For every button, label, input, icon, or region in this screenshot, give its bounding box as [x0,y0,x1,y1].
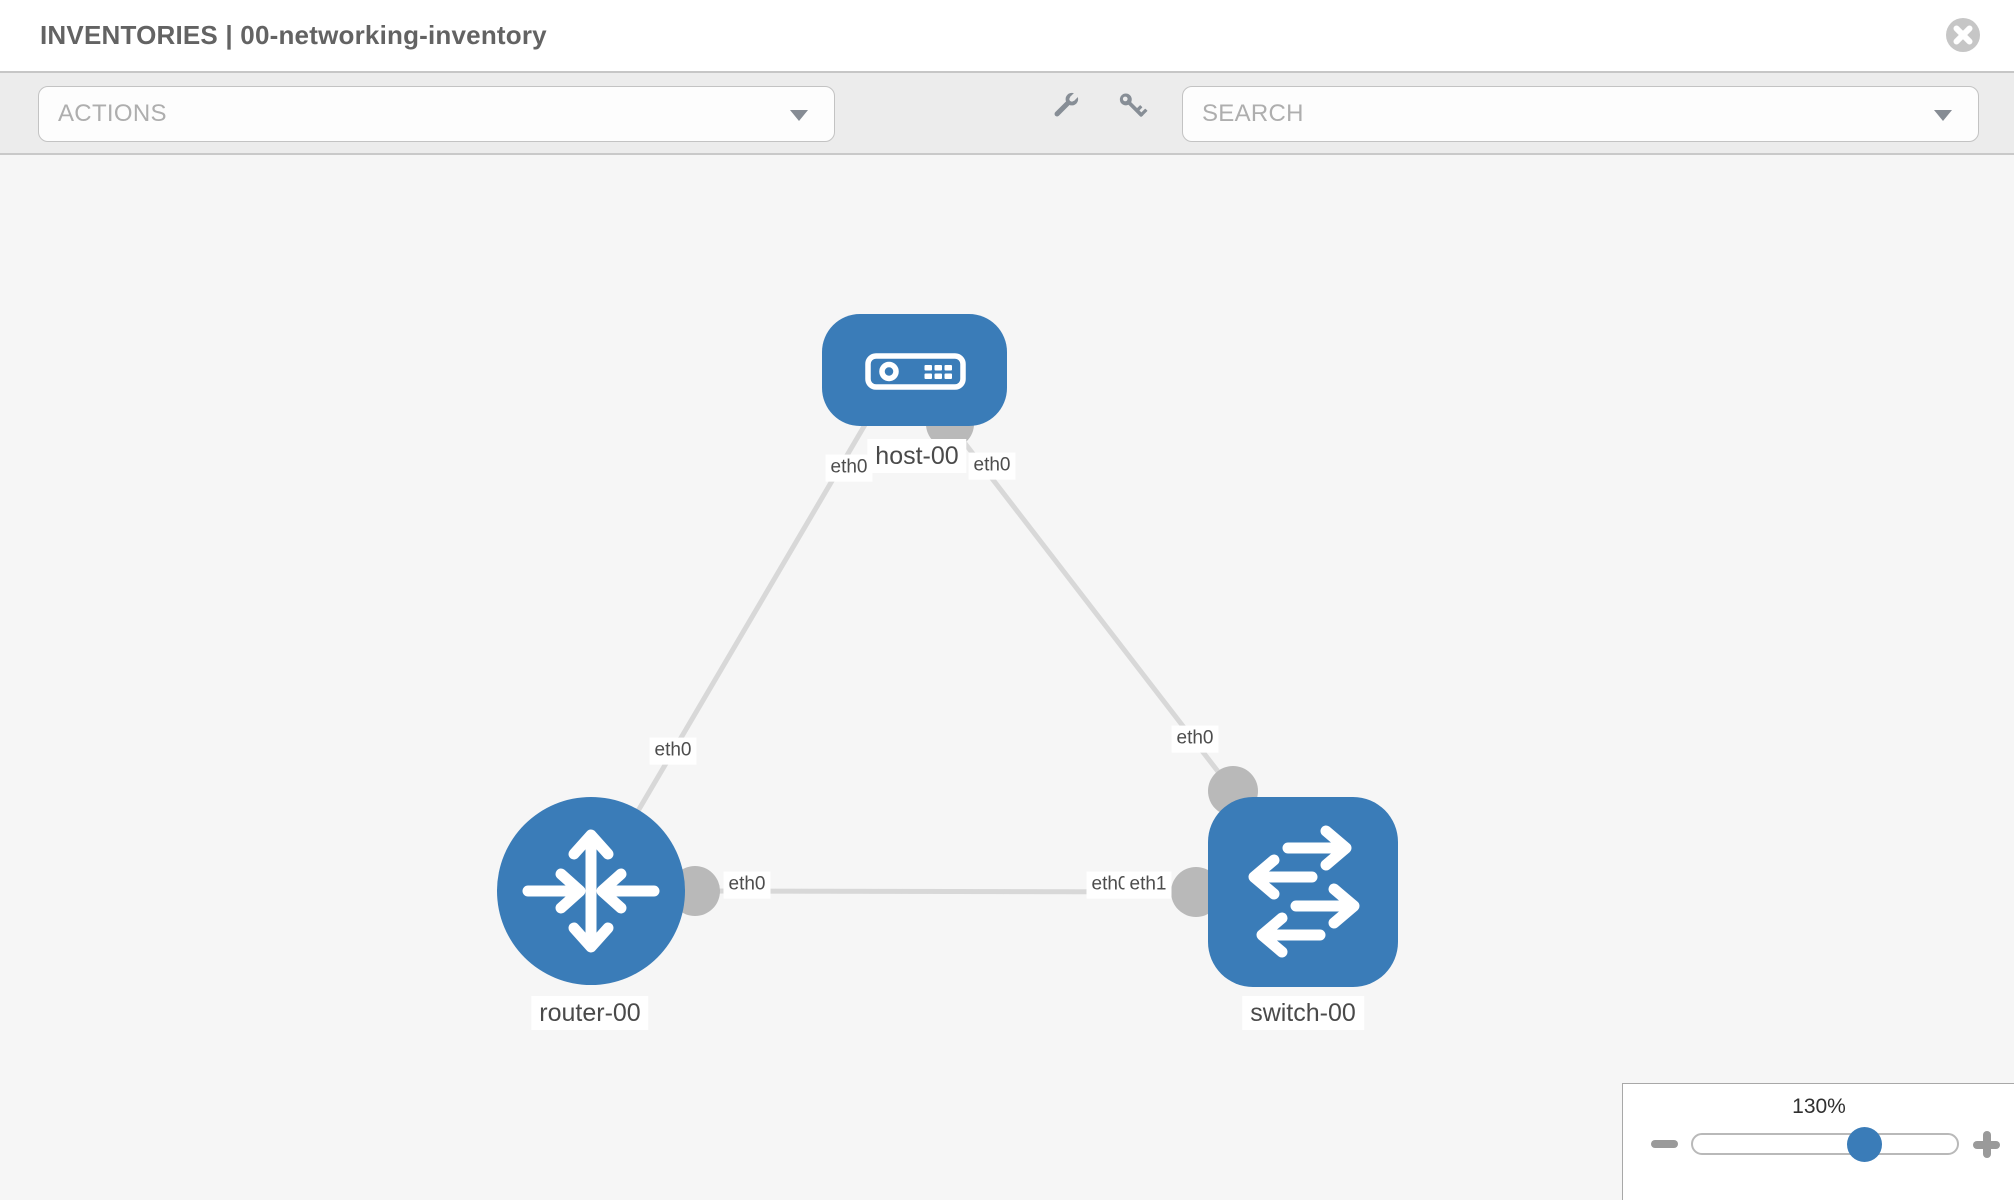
interface-label: eth0 [968,452,1016,480]
close-button[interactable] [1945,17,1981,53]
interface-label: eth0 [723,871,771,899]
zoom-slider-thumb[interactable] [1847,1127,1882,1162]
node-host-00[interactable] [822,314,1007,426]
zoom-level-value: 130% [1792,1095,1846,1118]
plus-icon [1982,1131,1991,1158]
panel-header: INVENTORIES | 00-networking-inventory [0,0,2014,71]
interface-label: eth1 [1124,871,1172,899]
interface-label: eth0 [649,737,697,765]
chevron-down-icon [1934,110,1952,121]
page-title: INVENTORIES | 00-networking-inventory [40,20,547,50]
node-label-host: host-00 [867,439,967,473]
chevron-down-icon [790,110,808,121]
zoom-out-button[interactable] [1651,1140,1678,1148]
switch-arrows-icon [1248,825,1360,958]
interface-label: eth0 [1171,725,1219,753]
node-label-router: router-00 [531,996,649,1030]
actions-dropdown-label: ACTIONS [58,100,167,127]
close-icon [1946,18,1980,52]
node-switch-00[interactable] [1208,797,1398,987]
toolbar: ACTIONS [0,71,2014,155]
host-device-icon [865,353,966,390]
wrench-icon [1054,91,1080,117]
interface-label: eth0 [825,454,873,482]
key-icon [1119,93,1148,117]
connection-points-layer [670,400,1258,917]
zoom-slider-track[interactable] [1691,1133,1959,1155]
tools-button[interactable] [1046,85,1086,125]
search-dropdown-label: SEARCH [1202,100,1304,127]
node-router-00[interactable] [497,797,685,985]
key-button[interactable] [1112,85,1152,125]
actions-dropdown[interactable]: ACTIONS [38,86,835,142]
node-label-switch: switch-00 [1242,996,1364,1030]
zoom-control-panel: 130% [1622,1083,2014,1200]
links-layer [588,421,1235,895]
router-arrows-icon [522,829,660,953]
topology-canvas[interactable]: eth0 eth0 eth0 eth0 eth0 eth0 eth1 host-… [0,155,2014,1200]
zoom-in-button[interactable] [1973,1131,2000,1158]
search-dropdown[interactable]: SEARCH [1182,86,1979,142]
